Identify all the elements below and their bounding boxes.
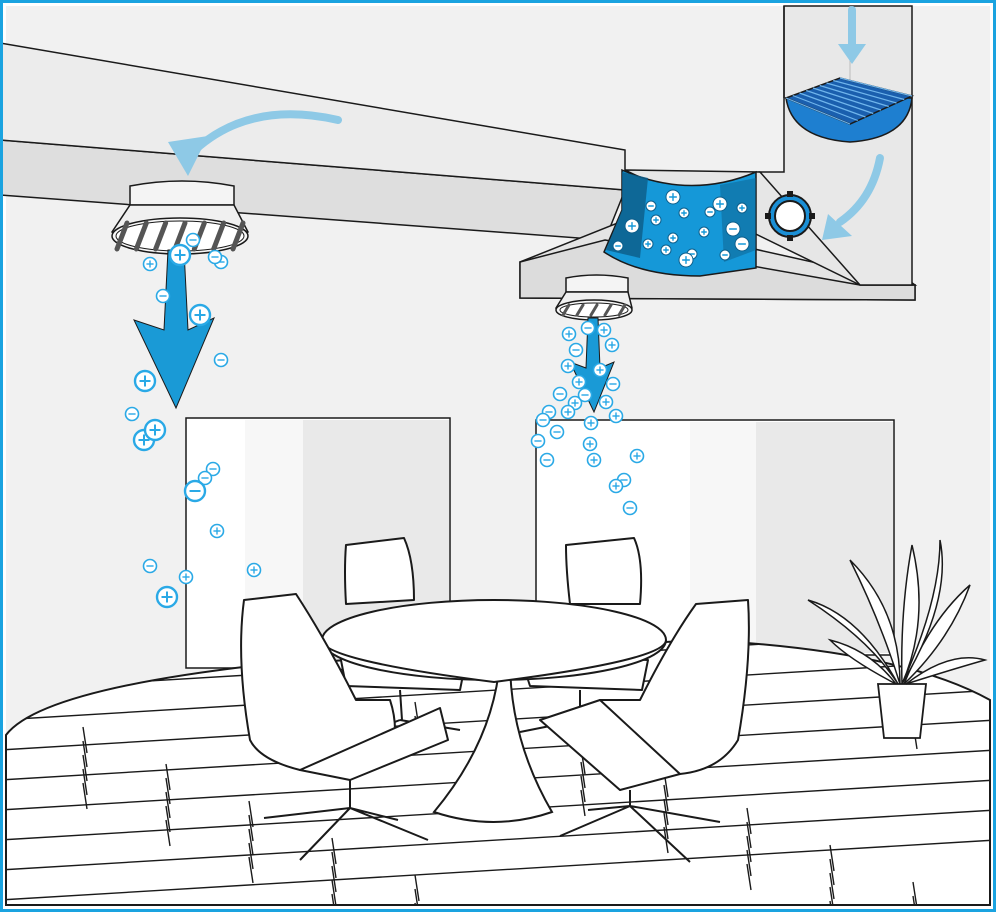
positive-ion-icon [582,436,598,452]
negative-ion-icon [568,342,584,358]
positive-ion-icon [667,232,679,244]
negative-ion-icon [612,240,624,252]
negative-ion-icon [549,424,565,440]
positive-ion-icon [561,326,577,342]
positive-ion-icon [712,196,728,212]
negative-ion-icon [535,412,551,428]
positive-ion-icon [155,585,179,609]
negative-ion-icon [213,352,229,368]
positive-ion-icon [698,226,710,238]
negative-ion-icon [622,500,638,516]
air-flow-arrows [191,6,884,226]
positive-ion-icon [571,374,587,390]
negative-ion-icon [577,387,593,403]
negative-ion-icon [734,236,750,252]
negative-ion-icon [124,406,140,422]
positive-ion-icon [598,394,614,410]
negative-ion-icon [155,288,171,304]
filter-grille-icon [785,77,913,125]
positive-ion-icon [246,562,262,578]
positive-ion-icon [583,415,599,431]
negative-ion-icon [704,206,716,218]
left-diffuser [110,180,250,255]
negative-ion-icon [645,200,657,212]
chair-icon [539,599,750,863]
positive-ion-icon [624,218,640,234]
negative-ion-icon [530,433,546,449]
positive-ion-icon [678,252,694,268]
positive-ion-icon [604,337,620,353]
air-flow-arrow-icon [836,154,884,226]
negative-ion-icon [207,249,223,265]
positive-ion-icon [143,418,167,442]
positive-ion-icon [592,362,608,378]
negative-ion-icon [205,461,221,477]
positive-ion-icon [678,207,690,219]
positive-ion-icon [660,244,672,256]
negative-ion-icon [580,320,596,336]
positive-ion-icon [168,243,192,267]
positive-ion-icon [560,404,576,420]
ionizer-chamber [603,168,757,277]
negative-ion-icon [605,376,621,392]
negative-ion-icon [719,249,731,261]
negative-ion-icon [552,386,568,402]
negative-ion-icon [725,221,741,237]
positive-ion-icon [642,238,654,250]
negative-ion-icon [539,452,555,468]
positive-ion-icon [629,448,645,464]
positive-ion-icon [650,214,662,226]
negative-ion-icon [185,232,201,248]
air-flow-arrowheads [168,44,866,240]
negative-ion-icon [183,479,207,503]
air-flow-arrow-icon [191,110,342,154]
ionizer-tube-icon [765,191,815,241]
positive-ion-icon [586,452,602,468]
negative-ion-icon [142,558,158,574]
positive-ion-icon [560,358,576,374]
left-ion-stream [124,232,262,609]
plant-icon [807,539,988,739]
positive-ion-icon [188,303,212,327]
duct-filter [783,77,915,143]
chair-icon [240,593,449,861]
positive-ion-icon [608,478,624,494]
positive-ion-icon [142,256,158,272]
negative-ion-icon [197,470,213,486]
table-icon [321,599,667,823]
positive-ion-icon [665,189,681,205]
filter-grille-icon [559,302,629,318]
right-diffuser [554,274,633,321]
positive-ion-icon [608,408,624,424]
positive-ion-icon [133,369,157,393]
positive-ion-icon [209,523,225,539]
positive-ion-icon [596,322,612,338]
right-ion-stream [530,320,645,516]
positive-ion-icon [736,202,748,214]
positive-ion-icon [178,569,194,585]
